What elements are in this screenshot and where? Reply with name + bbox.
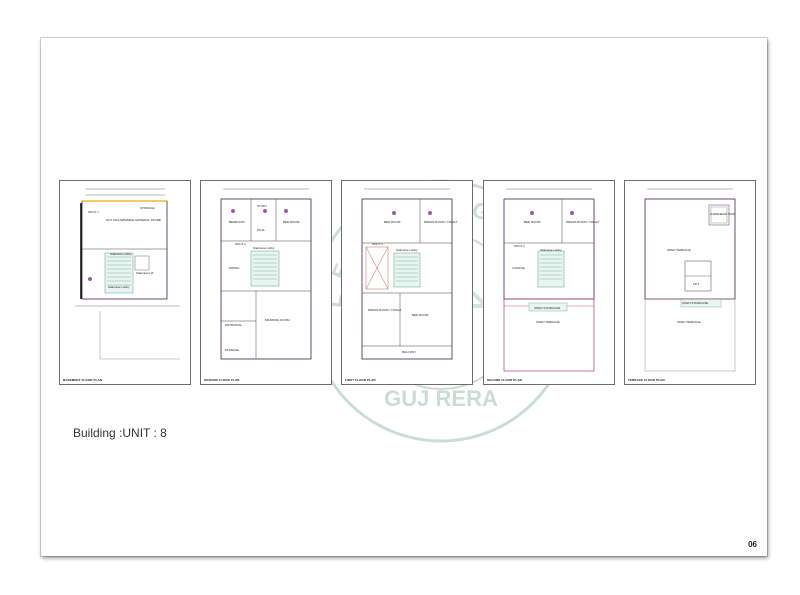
plan-title: SECOND FLOOR PLAN [487,378,522,382]
room-label: DRESS ROOM / TOILET [368,308,402,312]
plan-title: FIRST FLOOR PLAN [345,378,376,382]
page-number: 06 [748,540,757,549]
room-label: SPLIT 1 [514,244,525,248]
room-label: OPEN TERRACE [667,248,691,252]
room-label: BED ROOM [283,220,300,224]
room-label: STORAGE [140,206,155,210]
plan-title: GROUND FLOOR PLAN [204,378,240,382]
room-label: DRESS ROOM / TOILET [424,220,458,224]
room-label: Staircase Lobby [108,285,130,289]
floor-plan-basement: STORAGE NOT INFLAMMABLE MATERIAL STORE S… [59,180,191,385]
room-label: BED ROOM [412,313,429,317]
room-label: LOUNGE [512,266,525,270]
room-label: SPLIT 1 [372,242,383,246]
room-label: SPLIT 1 [88,210,99,214]
watermark-bottom-text: GUJ RERA [384,386,498,411]
ground-drawing: BEDROOM STUDY BED ROOM PUJA DINING Stair… [220,188,312,360]
room-label: BED ROOM [384,220,401,224]
room-label: STUDY [257,204,267,208]
room-label: BEDROOM [229,220,245,224]
room-label: OPEN STAIRCASE [534,306,560,310]
room-label: BALCONY [402,350,416,354]
basement-drawing: STORAGE NOT INFLAMMABLE MATERIAL STORE S… [75,188,180,360]
room-label: ENTRANCE [225,323,242,327]
document-page: GUJARAT REAL ESTATE REGULATORY AUTHORITY… [41,38,767,556]
plan-title: BASEMENT FLOOR PLAN [63,378,103,382]
room-label: NOT INFLAMMABLE MATERIAL STORE [106,218,161,222]
second-drawing: BED ROOM DRESS ROOM / TOILET LOUNGE SPLI… [503,188,600,372]
building-caption: Building :UNIT : 8 [73,426,167,440]
room-label: SPLIT 1 [235,242,246,246]
room-label: OPEN TERRACE [536,320,560,324]
room-label: Staircase Lobby [540,248,562,252]
room-label: Staircase Lift [136,271,154,275]
floor-plan-ground: BEDROOM STUDY BED ROOM PUJA DINING Stair… [200,180,332,385]
plan-title: TERRACE FLOOR PLAN [628,378,665,382]
room-label: Staircase Lobby [396,248,418,252]
room-label: OPEN TERRACE [677,320,701,324]
room-label: OVERHEAD TANK [710,212,735,216]
room-label: DRAWING ROOM [265,318,290,322]
first-drawing: BED ROOM DRESS ROOM / TOILET SPLIT 1 Sta… [361,188,458,360]
floor-plan-terrace: OPEN TERRACE OVERHEAD TANK OPEN STAIRCAS… [624,180,756,385]
room-label: DINING [229,266,240,270]
room-label: BED ROOM [524,220,541,224]
room-label: OPEN STAIRCASE [682,301,708,305]
room-label: DRESS ROOM / TOILET [566,220,600,224]
floor-plan-second: BED ROOM DRESS ROOM / TOILET LOUNGE SPLI… [483,180,615,385]
room-label: Staircase Lobby [110,252,132,256]
room-label: PUJA [257,228,265,232]
room-label: LIFT [693,282,699,286]
room-label: Staircase Lobby [253,246,275,250]
room-label: PASSAGE [225,348,239,352]
floor-plan-first: BED ROOM DRESS ROOM / TOILET SPLIT 1 Sta… [341,180,473,385]
terrace-drawing: OPEN TERRACE OVERHEAD TANK OPEN STAIRCAS… [644,188,735,372]
